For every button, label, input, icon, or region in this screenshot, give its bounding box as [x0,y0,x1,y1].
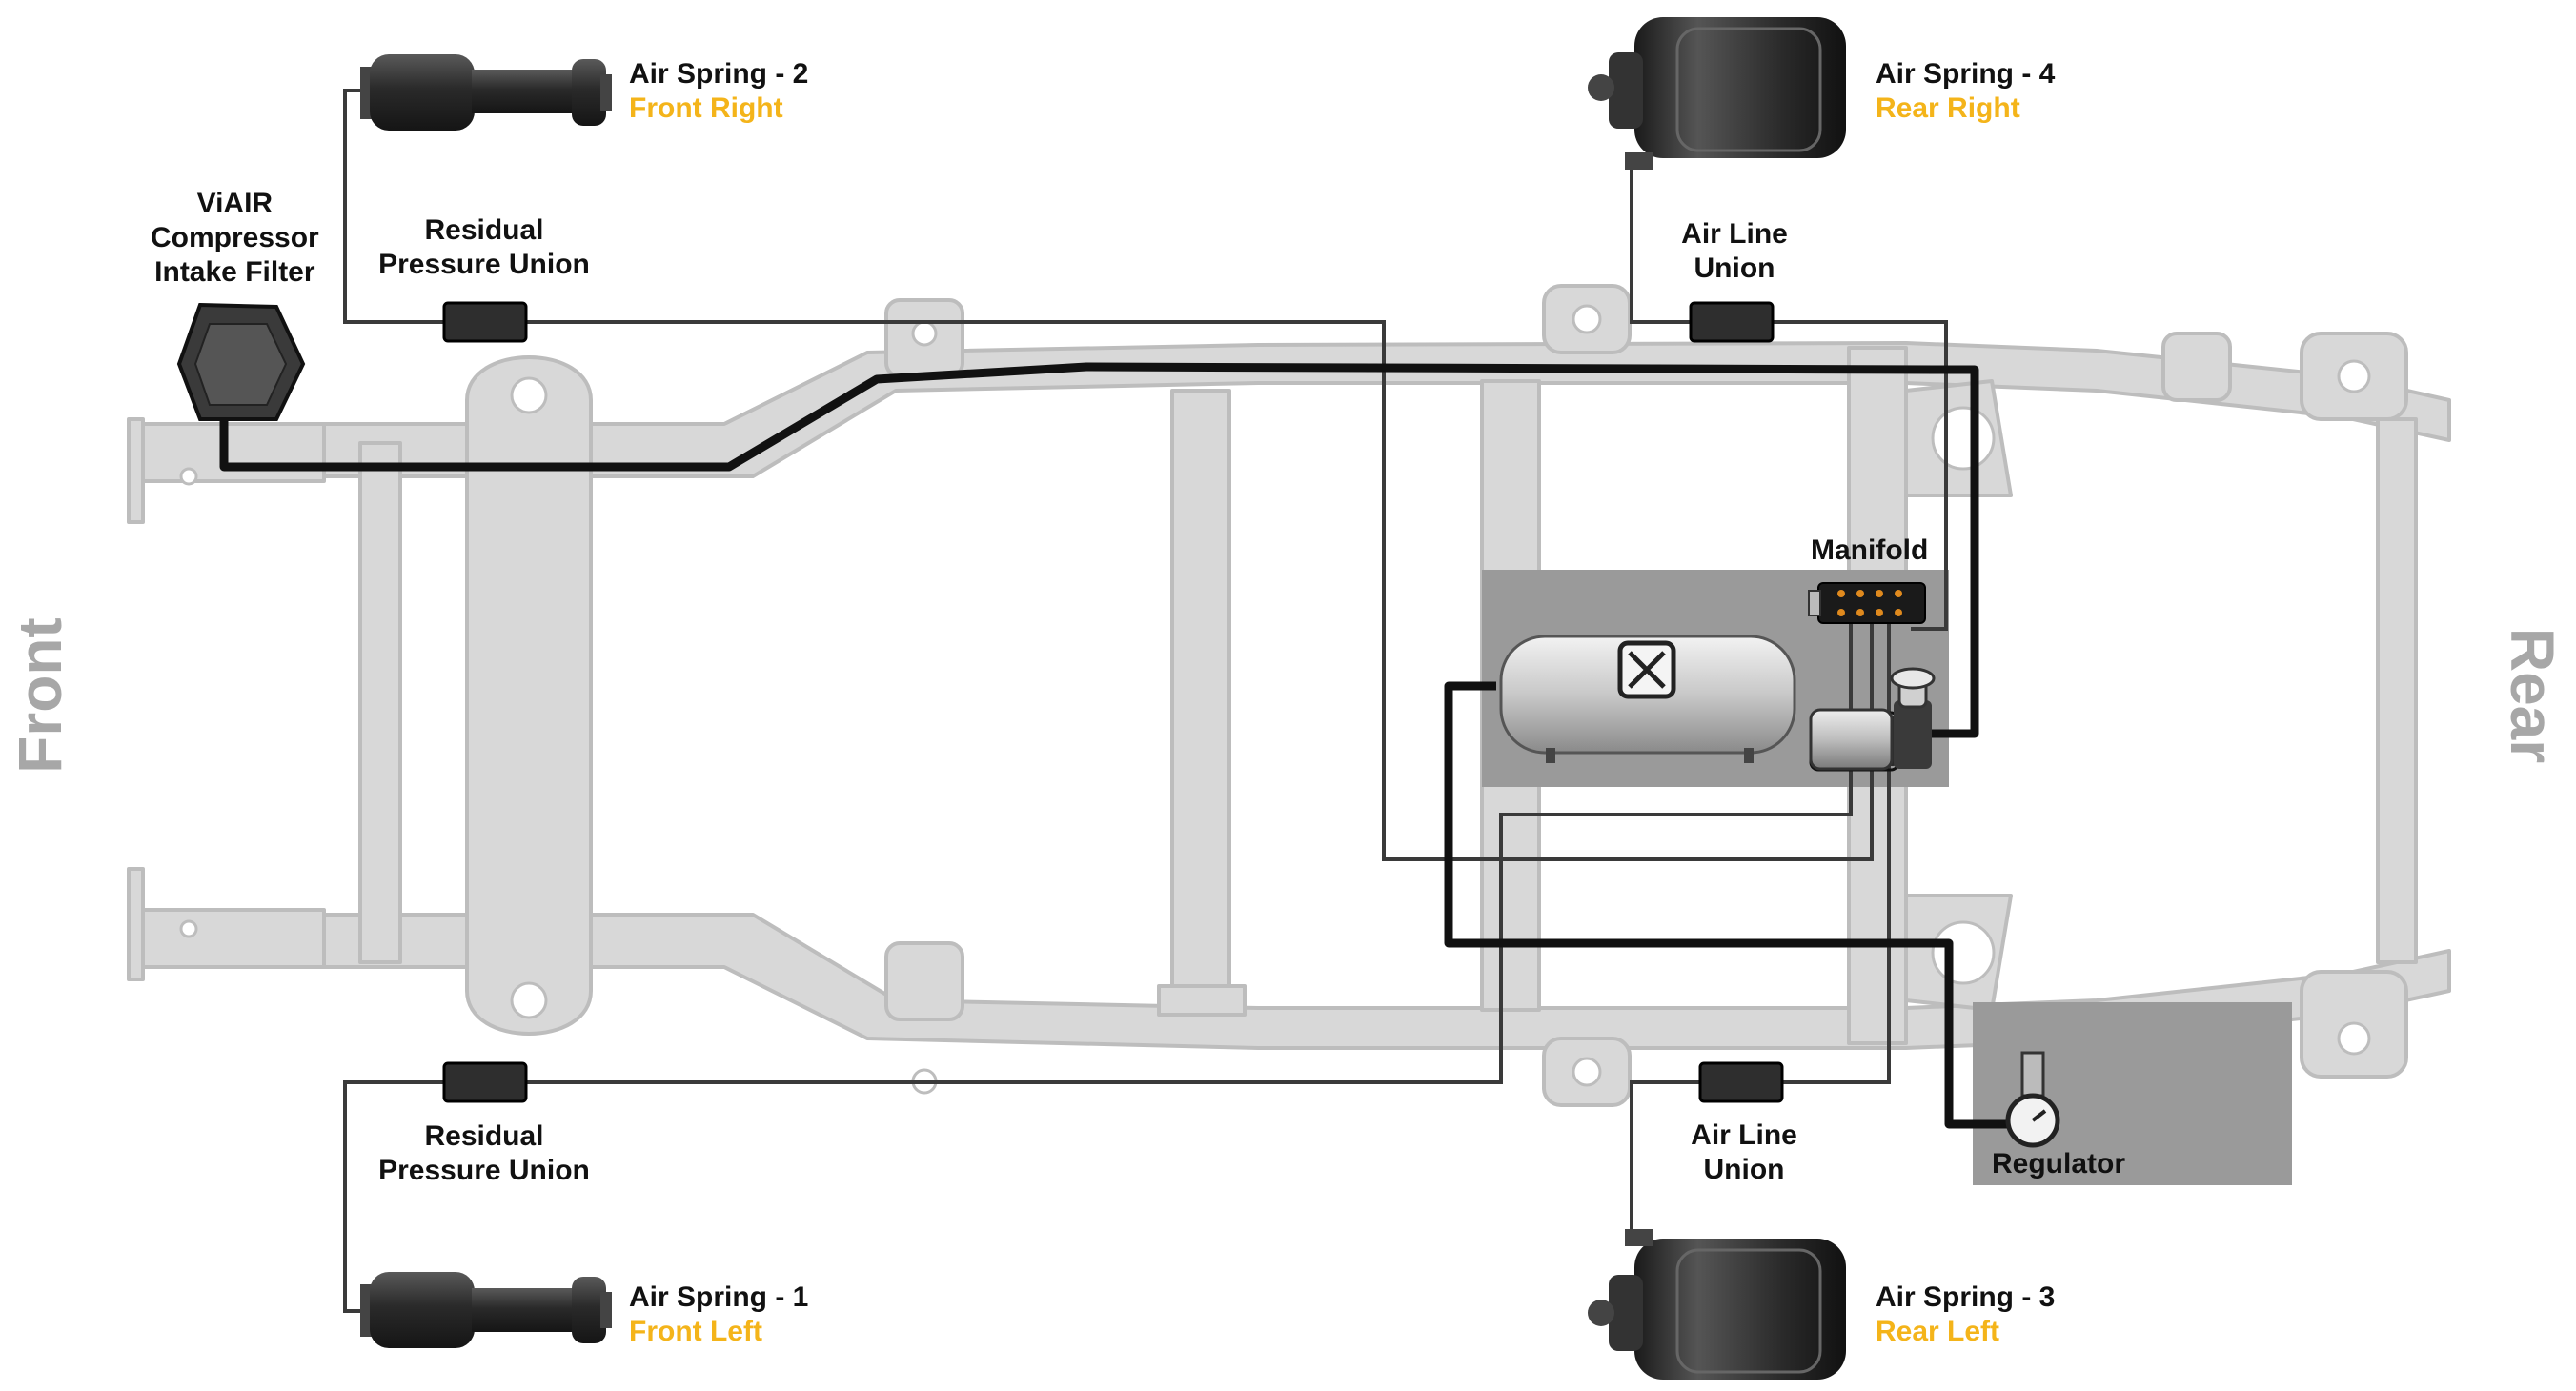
air-line-union-top-icon [1689,301,1775,343]
chassis-frame [127,284,2451,1107]
main-air-lines [219,362,2016,1129]
compressor [1809,667,1936,772]
air-spring-1-icon [360,1272,612,1348]
air-spring-4-icon [1588,17,1846,170]
air-line-union-bottom-icon [1698,1061,1784,1103]
air-spring-4-label: Air Spring - 4 Rear Right [1876,58,2056,124]
manifold-label: Manifold [1811,534,1929,566]
rear-label: Rear [2498,627,2566,764]
front-label: Front [6,617,74,774]
air-line-union-bottom-label: Air Line Union [1691,1119,1797,1185]
air-spring-3-label: Air Spring - 3 Rear Left [1876,1281,2056,1347]
air-spring-2-label: Air Spring - 2 Front Right [629,58,809,124]
residual-union-top-icon [442,301,528,343]
residual-union-top-label: Residual Pressure Union [378,214,590,280]
air-line-union-top-label: Air Line Union [1681,218,1788,284]
air-spring-3-icon [1588,1229,1846,1380]
union-fittings [442,301,1784,1103]
residual-union-bottom-label: Residual Pressure Union [378,1120,590,1186]
air-spring-1-label: Air Spring - 1 Front Left [629,1281,809,1347]
air-tank [1499,635,1796,763]
regulator-label: Regulator [1992,1148,2126,1179]
intake-filter-icon [176,302,306,421]
residual-union-bottom-icon [442,1061,528,1103]
regulator-gauge-icon [2005,1051,2060,1148]
air-spring-2-icon [360,54,612,131]
manifold-icon [1808,582,1926,624]
intake-filter-label: ViAIR Compressor Intake Filter [151,188,319,288]
